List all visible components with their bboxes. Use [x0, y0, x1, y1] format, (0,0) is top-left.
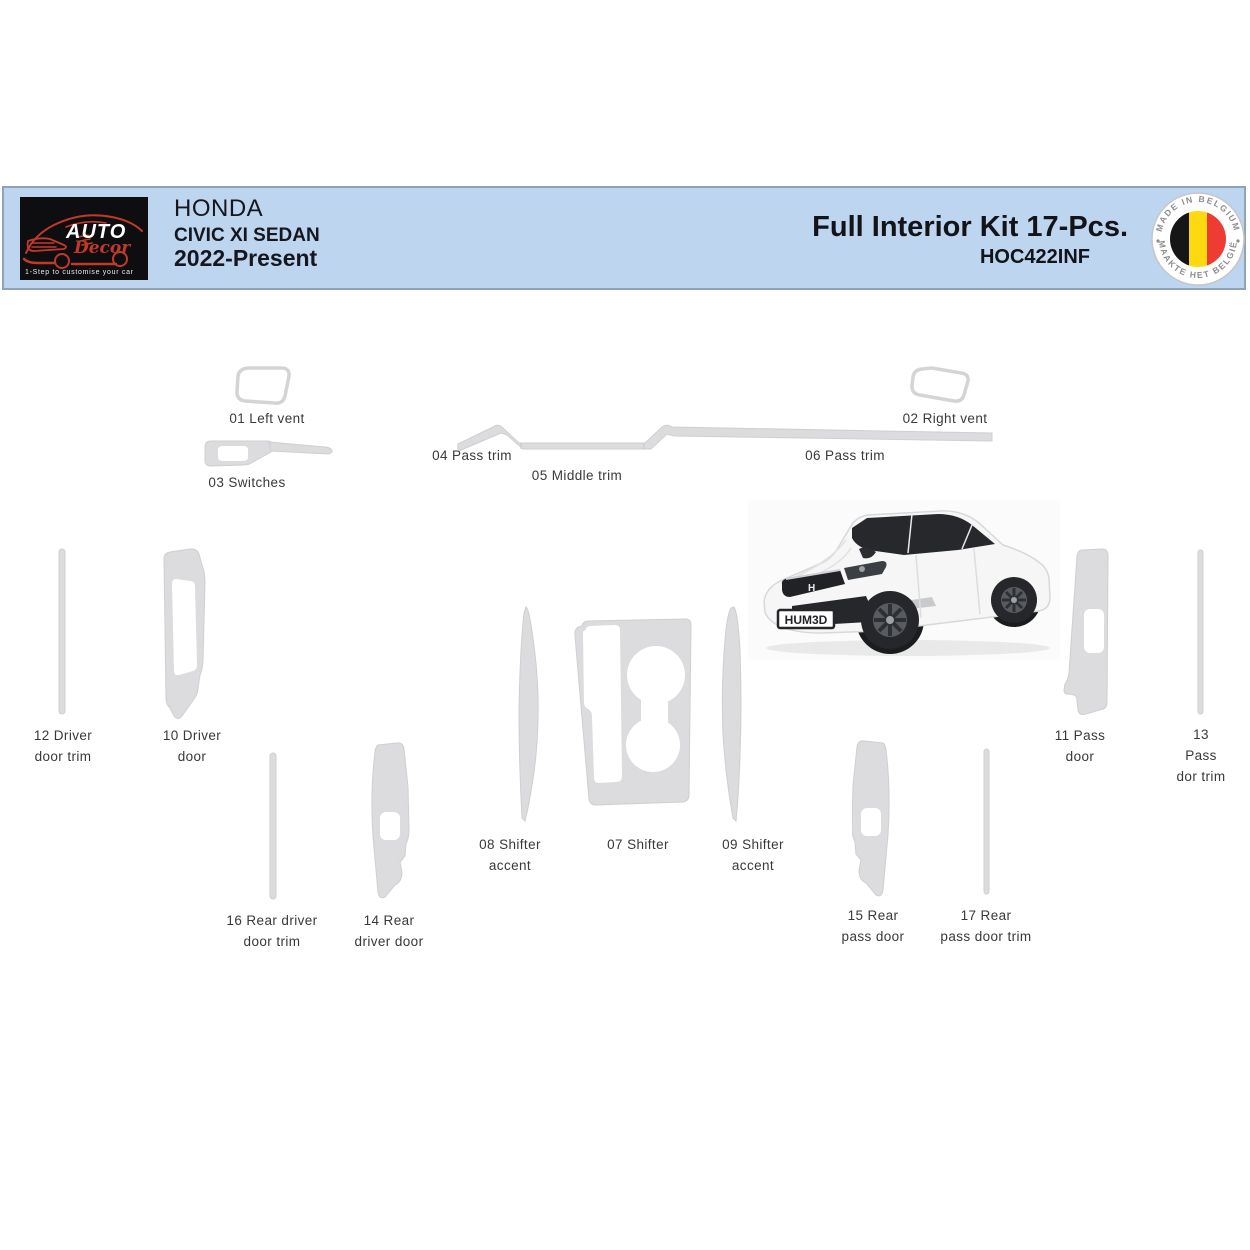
badge-dot-right: [1236, 239, 1240, 243]
kit-title: Full Interior Kit 17-Pcs.: [812, 211, 1128, 243]
part-04-05-06-dash-trim-shape: [457, 424, 993, 451]
part-label-09: 09 Shifter accent: [722, 837, 784, 873]
made-in-belgium-badge: MADE IN BELGIUM MAAKTE HET BELGIË: [1150, 191, 1246, 287]
front-wheel: [861, 591, 919, 649]
part-10-driver-door-shape: [163, 548, 206, 719]
part-label-12: 12 Driver door trim: [33, 728, 93, 764]
part-12-driver-door-trim-shape: [58, 548, 66, 715]
headlight: [844, 561, 887, 580]
vehicle-model: CIVIC XI SEDAN: [174, 224, 320, 246]
honda-badge-icon: H: [808, 583, 815, 594]
part-label-16: 16 Rear driver door trim: [226, 913, 318, 949]
part-label-13: 13 Pass dor trim: [1176, 727, 1226, 784]
vehicle-make: HONDA: [174, 195, 264, 222]
logo-car-icon: [22, 214, 143, 269]
badge-dot-left: [1156, 239, 1160, 243]
part-15-rear-pass-door-shape: [852, 740, 890, 897]
part-16-rear-driver-door-trim-shape: [269, 752, 277, 900]
part-01-left-vent-shape: [235, 366, 291, 405]
part-label-10: 10 Driver door: [162, 728, 222, 764]
kit-title-block: Full Interior Kit 17-Pcs. HOC422INF: [812, 210, 1128, 269]
part-09-shifter-accent-shape: [721, 606, 742, 823]
part-14-rear-driver-door-shape: [371, 742, 410, 899]
part-label-15: 15 Rear pass door: [841, 908, 905, 944]
part-label-08: 08 Shifter accent: [479, 837, 541, 873]
part-label-03: 03 Switches: [208, 475, 286, 490]
logo-tagline: 1-Step to customise your car: [25, 269, 134, 276]
kit-sku: HOC422INF: [979, 245, 1090, 268]
part-07-shifter-shape: [574, 618, 692, 806]
logo-brand-script: Decor: [74, 238, 131, 258]
part-label-07: 07 Shifter: [607, 837, 669, 852]
vehicle-title: HONDA CIVIC XI SEDAN 2022-Present: [174, 195, 320, 272]
part-label-17: 17 Rear pass door trim: [940, 908, 1032, 944]
svg-text:HUM3D: HUM3D: [785, 613, 828, 627]
part-02-right-vent-shape: [910, 366, 970, 403]
license-plate: HUM3D: [776, 608, 836, 630]
part-label-11: 11 Pass door: [1054, 728, 1106, 764]
belgium-flag-icon: [1170, 211, 1226, 267]
trim-seam-lines: [520, 443, 645, 449]
logo-brand-text: AUTO: [66, 221, 127, 243]
header-banner: AUTO Decor 1-Step to customise your car …: [2, 186, 1246, 290]
part-label-04: 04 Pass trim: [432, 448, 512, 463]
autodecor-logo: AUTO Decor 1-Step to customise your car: [20, 197, 148, 280]
part-17-rear-pass-door-trim-shape: [983, 748, 990, 895]
car-photo: H HUM3D: [748, 500, 1060, 660]
part-08-shifter-accent-shape: [518, 606, 539, 822]
part-03-switches-shape: [204, 440, 333, 467]
part-label-01: 01 Left vent: [229, 411, 305, 426]
rear-wheel: [991, 577, 1037, 623]
part-13-pass-door-trim-shape: [1197, 549, 1204, 715]
part-label-06: 06 Pass trim: [805, 448, 885, 463]
vehicle-years: 2022-Present: [174, 245, 318, 272]
car-windows: [852, 514, 995, 555]
part-11-pass-door-shape: [1063, 548, 1109, 715]
part-label-14: 14 Rear driver door: [354, 913, 424, 949]
part-label-05: 05 Middle trim: [531, 468, 623, 483]
part-label-02: 02 Right vent: [902, 411, 988, 426]
side-mirror: [859, 547, 876, 559]
